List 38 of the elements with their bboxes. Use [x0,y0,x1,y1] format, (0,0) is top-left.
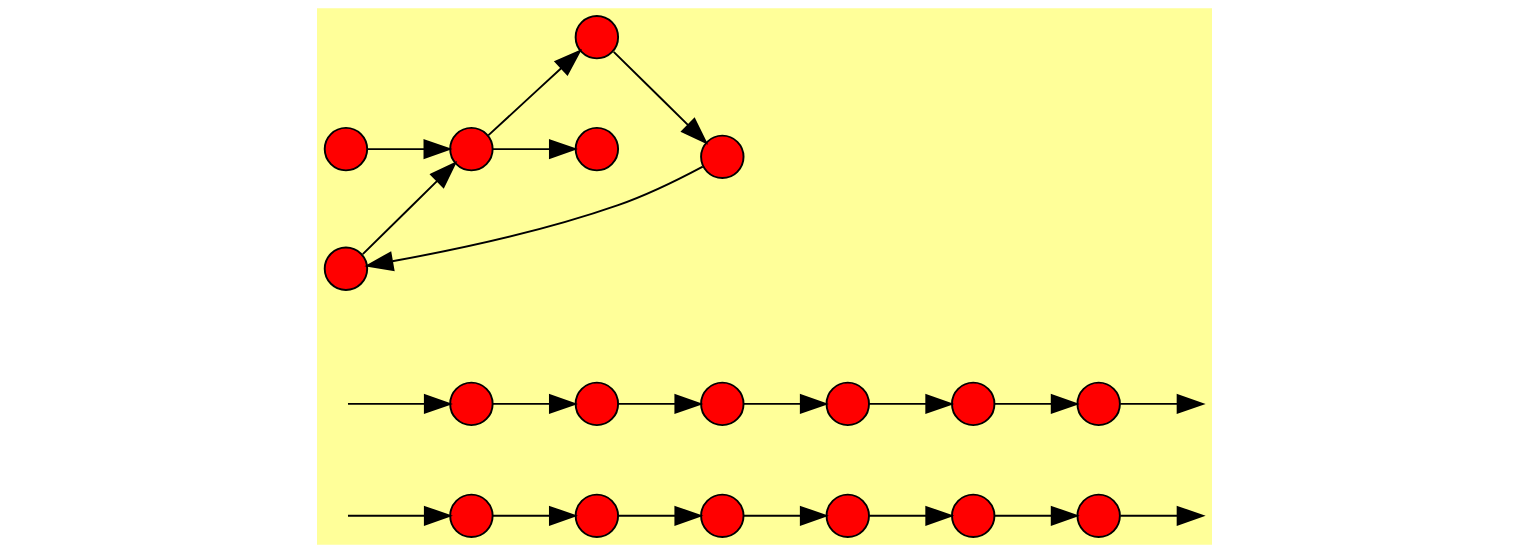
arrow [487,49,583,137]
arrow [347,393,453,415]
arrow [617,505,704,526]
node-circle [825,493,870,539]
node-circle [574,14,620,60]
node-circle [449,381,494,427]
node-circle [1076,493,1121,539]
node-circle [323,246,369,291]
arrow [1119,505,1206,526]
node-circle [574,493,620,539]
node-circle [449,126,494,172]
arrow [491,505,578,526]
node-circle [449,493,494,539]
arrow [742,393,829,415]
node-circle [951,493,996,539]
arrow [617,393,704,415]
arrow [361,161,458,256]
node-circle [700,493,745,539]
node-circle [1076,381,1121,427]
arrow [366,138,453,160]
arrow [742,505,829,526]
arrow [868,393,955,415]
arrow [491,138,578,160]
node-circle [700,381,745,427]
arrow [993,393,1080,415]
arrow [612,50,709,145]
node-circle [574,126,620,172]
node-circle [323,126,369,172]
node-circle [825,381,870,427]
node-circle [700,134,745,180]
node-circle [574,381,620,427]
arrow [491,393,578,415]
arrow [993,505,1080,526]
arrow [868,505,955,526]
arrow [347,505,453,526]
arrow [364,165,704,272]
arrow [1119,393,1206,415]
node-circle [951,381,996,427]
